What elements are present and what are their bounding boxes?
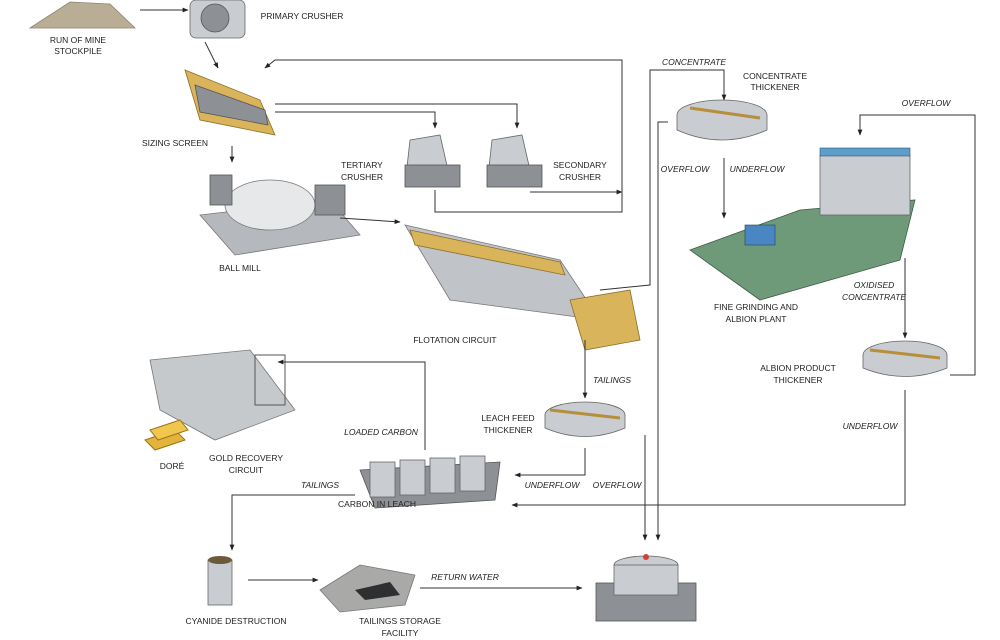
tertiary-crusher-icon xyxy=(404,134,461,188)
label-oxidised-2: CONCENTRATE xyxy=(842,292,906,302)
label-ball-mill: BALL MILL xyxy=(219,263,261,273)
albion-plant-icon xyxy=(689,147,916,301)
label-conc-thick-1: CONCENTRATE xyxy=(743,71,807,81)
label-cil: CARBON IN LEACH xyxy=(338,499,416,509)
label-grc-2: CIRCUIT xyxy=(229,465,263,475)
return-water-tank-icon xyxy=(595,554,697,622)
dore-gold-bars-icon xyxy=(144,419,189,451)
gold-recovery-circuit-icon xyxy=(149,349,296,441)
label-overflow-lft: OVERFLOW xyxy=(593,480,643,490)
label-lft-2: THICKENER xyxy=(483,425,532,435)
cyanide-destruction-icon xyxy=(207,556,233,606)
label-rom-1: RUN OF MINE xyxy=(50,35,107,45)
label-overflow-top: OVERFLOW xyxy=(902,98,952,108)
label-tailings-flot: TAILINGS xyxy=(593,375,631,385)
primary-crusher-icon xyxy=(189,0,246,39)
flow-lines xyxy=(140,7,976,591)
ball-mill-icon xyxy=(199,174,361,256)
leach-feed-thickener-icon xyxy=(544,401,626,437)
label-underflow-lft: UNDERFLOW xyxy=(525,480,581,490)
label-cyanide: CYANIDE DESTRUCTION xyxy=(186,616,287,626)
label-apt-1: ALBION PRODUCT xyxy=(760,363,836,373)
label-tsf-1: TAILINGS STORAGE xyxy=(359,616,441,626)
label-concentrate: CONCENTRATE xyxy=(662,57,726,67)
label-return-water: RETURN WATER xyxy=(431,572,499,582)
label-tsf-2: FACILITY xyxy=(382,628,419,638)
label-dore: DORÉ xyxy=(160,461,185,471)
label-tertiary-2: CRUSHER xyxy=(341,172,383,182)
label-overflow-ct: OVERFLOW xyxy=(661,164,711,174)
label-tailings-cil: TAILINGS xyxy=(301,480,339,490)
label-conc-thick-2: THICKENER xyxy=(750,82,799,92)
label-primary-crusher: PRIMARY CRUSHER xyxy=(261,11,344,21)
label-apt-2: THICKENER xyxy=(773,375,822,385)
label-tertiary-1: TERTIARY xyxy=(341,160,383,170)
labels: RUN OF MINE STOCKPILE PRIMARY CRUSHER SI… xyxy=(50,11,951,638)
label-secondary-2: CRUSHER xyxy=(559,172,601,182)
label-albion-1: FINE GRINDING AND xyxy=(714,302,798,312)
label-loaded-carbon: LOADED CARBON xyxy=(344,427,419,437)
label-secondary-1: SECONDARY xyxy=(553,160,607,170)
label-albion-2: ALBION PLANT xyxy=(726,314,787,324)
label-sizing-screen: SIZING SCREEN xyxy=(142,138,208,148)
label-grc-1: GOLD RECOVERY xyxy=(209,453,283,463)
tailings-storage-facility-icon xyxy=(319,564,416,613)
sizing-screen-icon xyxy=(184,69,276,136)
label-oxidised-1: OXIDISED xyxy=(854,280,895,290)
label-underflow-ct: UNDERFLOW xyxy=(730,164,786,174)
label-rom-2: STOCKPILE xyxy=(54,46,102,56)
label-lft-1: LEACH FEED xyxy=(481,413,534,423)
label-flotation: FLOTATION CIRCUIT xyxy=(413,335,496,345)
carbon-in-leach-icon xyxy=(359,455,501,509)
albion-product-thickener-icon xyxy=(862,340,948,377)
secondary-crusher-icon xyxy=(486,134,543,188)
rom-stockpile-icon xyxy=(28,1,136,29)
concentrate-thickener-icon xyxy=(676,99,768,141)
flotation-circuit-icon xyxy=(404,224,641,351)
label-underflow-apt: UNDERFLOW xyxy=(843,421,899,431)
